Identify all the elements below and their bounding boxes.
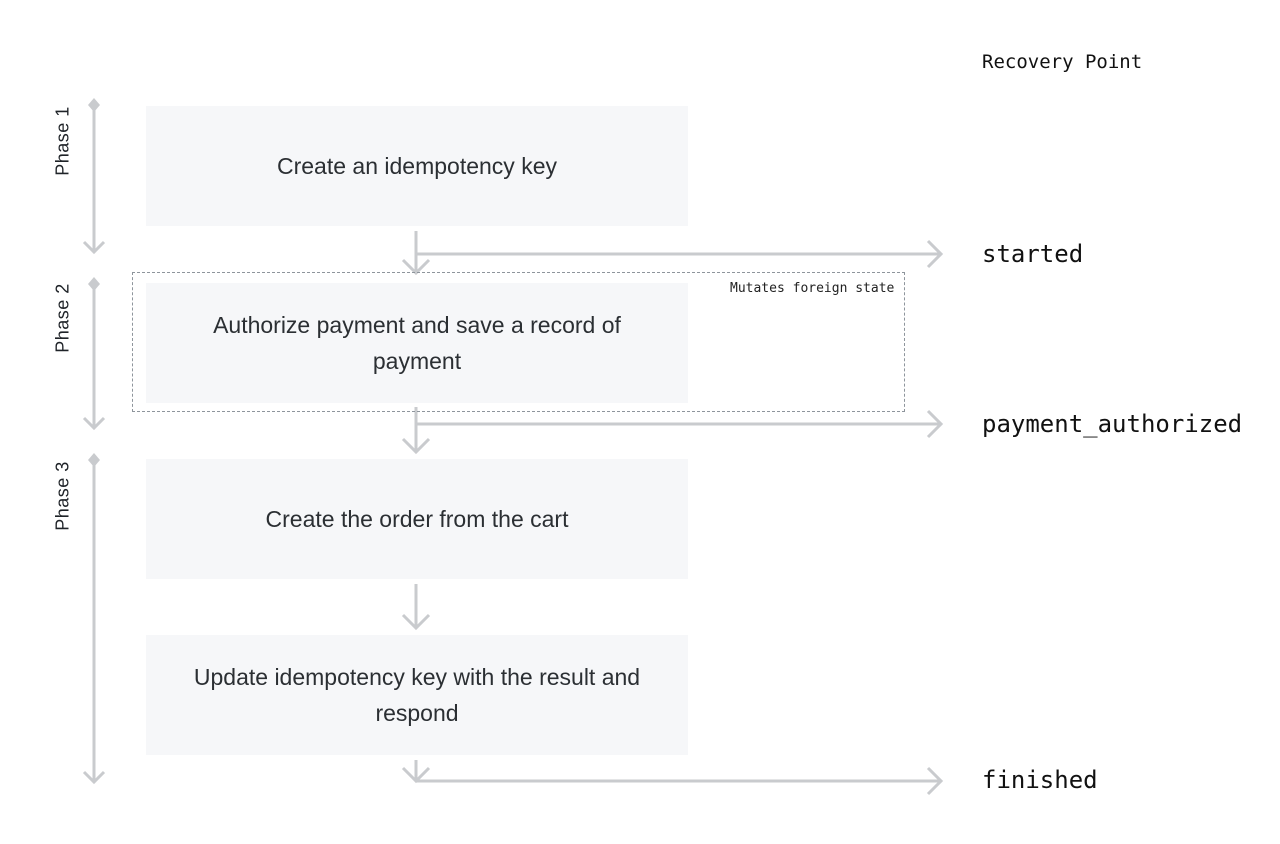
phase-3-label: Phase 3 (52, 461, 73, 531)
step-create-idempotency-key: Create an idempotency key (146, 106, 688, 226)
recovery-arrow-finished (401, 760, 944, 796)
step-text: Authorize payment and save a record of p… (213, 312, 621, 374)
step-create-order: Create the order from the cart (146, 459, 688, 579)
recovery-point-finished: finished (982, 766, 1098, 794)
recovery-point-started: started (982, 240, 1084, 268)
recovery-point-payment-authorized: payment_authorized (982, 410, 1243, 438)
step-text: Create the order from the cart (265, 506, 569, 532)
step-update-idempotency-key: Update idempotency key with the result a… (146, 635, 688, 755)
step-text: Create an idempotency key (277, 153, 557, 179)
phase-2-label: Phase 2 (52, 283, 73, 353)
step-authorize-payment: Authorize payment and save a record of p… (146, 283, 688, 403)
phase-1-label: Phase 1 (52, 106, 73, 176)
foreign-state-label: Mutates foreign state (730, 281, 895, 296)
phase-2-timeline (82, 277, 106, 431)
recovery-point-title: Recovery Point (982, 51, 1143, 73)
recovery-arrow-started (401, 231, 944, 276)
phase-3-timeline (82, 453, 106, 785)
foreign-state-region (132, 272, 905, 412)
recovery-arrow-payment-authorized (401, 407, 944, 455)
flow-arrow-step3-step4 (401, 584, 431, 631)
phase-1-timeline (82, 98, 106, 255)
step-text: Update idempotency key with the result a… (193, 664, 641, 726)
